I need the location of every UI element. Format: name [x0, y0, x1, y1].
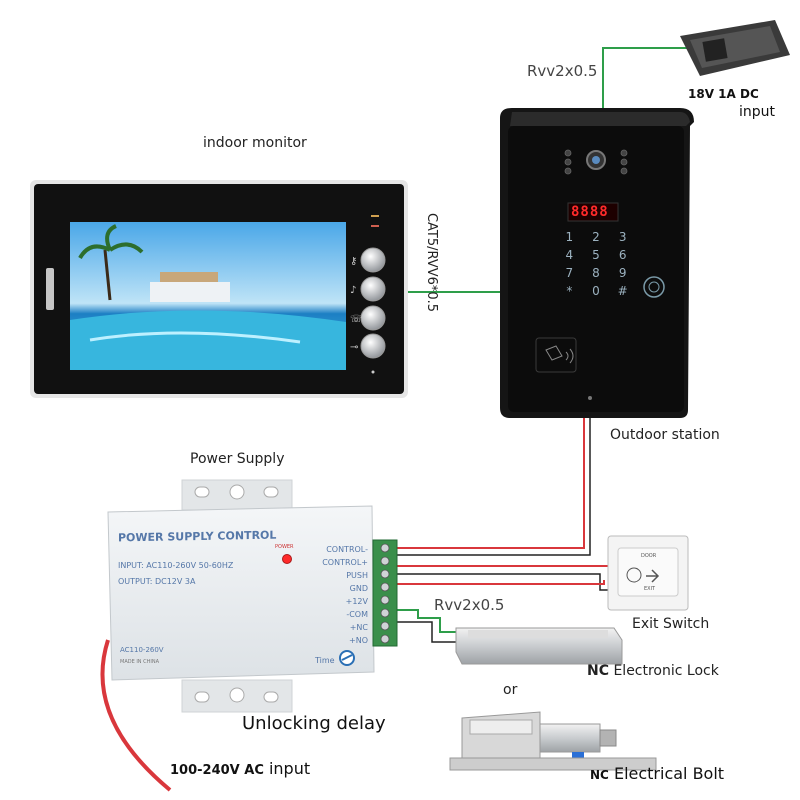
- cat5-label: CAT5/RVV6*0.5: [424, 212, 440, 313]
- terminal-plus-no: +NO: [349, 636, 368, 645]
- ps-made-in: MADE IN CHINA: [120, 659, 160, 665]
- indoor-monitor: ⚷ ♪ ☏ ⊸: [30, 180, 408, 398]
- nc-bolt-label: NC: [590, 768, 609, 782]
- lock-green-wire: [396, 609, 470, 633]
- outdoor-keypad: 1 2 3 4 5 6 7 8 9 * 0 #: [556, 230, 636, 298]
- ps-title: POWER SUPPLY CONTROL: [118, 528, 277, 545]
- ps-ac-range: AC110-260V: [120, 646, 164, 654]
- terminal-minus-com: -COM: [346, 610, 368, 619]
- rfid-card-icon: [545, 345, 563, 361]
- terminal-push: PUSH: [346, 571, 368, 580]
- ps-power-led-label: POWER: [275, 544, 294, 550]
- electrical-bolt-label: NC Electrical Bolt: [590, 764, 724, 783]
- key-3: 3: [618, 230, 627, 244]
- svg-text:♪: ♪: [350, 285, 356, 296]
- exit-switch-device: [607, 535, 689, 611]
- key-0: 0: [592, 284, 600, 298]
- outdoor-to-psu-red-wire: [396, 418, 585, 549]
- key-7: 7: [565, 266, 574, 280]
- key-1: 1: [565, 230, 574, 244]
- ac-range-label: 100-240V AC: [170, 763, 264, 778]
- ps-input: INPUT: AC110-260V 50-60HZ: [118, 561, 234, 570]
- key-hash: #: [617, 284, 628, 298]
- exit-switch-exit-text: EXIT: [644, 586, 656, 592]
- svg-text:⚷: ⚷: [350, 256, 357, 267]
- ac-input-label: 100-240V AC input: [170, 759, 310, 778]
- monitor-button-4: [360, 333, 386, 359]
- terminal-gnd: GND: [349, 584, 368, 593]
- power-supply-label: Power Supply: [190, 451, 285, 467]
- key-9: 9: [618, 266, 627, 280]
- adapter-label: 18V 1A DC: [688, 87, 759, 101]
- power-supply-box: [107, 479, 398, 713]
- electrical-bolt: [449, 711, 657, 771]
- electronic-lock-label: NC Electronic Lock: [587, 663, 719, 679]
- terminal-control-plus: CONTROL+: [322, 558, 368, 567]
- dc-power-adapter: [680, 20, 790, 76]
- key-2: 2: [592, 230, 600, 244]
- key-8: 8: [592, 266, 600, 280]
- ps-time-label: Time: [315, 656, 335, 665]
- ac-input-text: input: [268, 759, 311, 778]
- push-red-wire: [396, 580, 605, 585]
- call-button-icon: [643, 276, 665, 298]
- monitor-button-3: [360, 305, 386, 331]
- unlocking-delay-label: Unlocking delay: [242, 713, 386, 734]
- monitor-button-2: [360, 276, 386, 302]
- cable-label-top: Rvv2x0.5: [527, 62, 598, 80]
- key-star: *: [566, 284, 573, 298]
- electronic-lock-text: Electronic Lock: [613, 663, 719, 679]
- electronic-lock: [455, 627, 623, 665]
- terminal-plus-nc: +NC: [349, 623, 368, 632]
- ps-output: OUTPUT: DC12V 3A: [118, 577, 196, 586]
- outdoor-display: 8888: [571, 204, 609, 220]
- adapter-input-label: input: [739, 104, 776, 120]
- ac-input-cable: [100, 639, 172, 792]
- lock-black-wire: [396, 621, 470, 643]
- svg-text:☏: ☏: [350, 314, 363, 325]
- outdoor-station-label: Outdoor station: [610, 427, 720, 443]
- svg-text:⊸: ⊸: [350, 342, 358, 353]
- outdoor-to-psu-black-wire: [396, 418, 591, 556]
- exit-switch-door-text: DOOR: [641, 553, 657, 559]
- or-label: or: [503, 682, 518, 698]
- key-4: 4: [565, 248, 574, 262]
- outdoor-station: [500, 108, 694, 418]
- key-6: 6: [618, 248, 627, 262]
- adapter-wire: [602, 47, 690, 108]
- exit-switch-label: Exit Switch: [632, 616, 710, 632]
- monitor-button-1: [360, 247, 386, 273]
- terminal-control-minus: CONTROL-: [326, 545, 368, 554]
- indoor-monitor-label: indoor monitor: [203, 135, 307, 151]
- nc-label: NC: [587, 663, 609, 679]
- exit-switch-black-wire: [396, 573, 608, 591]
- cable-label-lock: Rvv2x0.5: [434, 596, 505, 614]
- terminal-plus-12v: +12V: [345, 597, 368, 606]
- electrical-bolt-text: Electrical Bolt: [613, 764, 725, 783]
- key-5: 5: [592, 248, 600, 262]
- ps-terminal-labels: CONTROL- CONTROL+ PUSH GND +12V -COM +NC…: [312, 543, 368, 647]
